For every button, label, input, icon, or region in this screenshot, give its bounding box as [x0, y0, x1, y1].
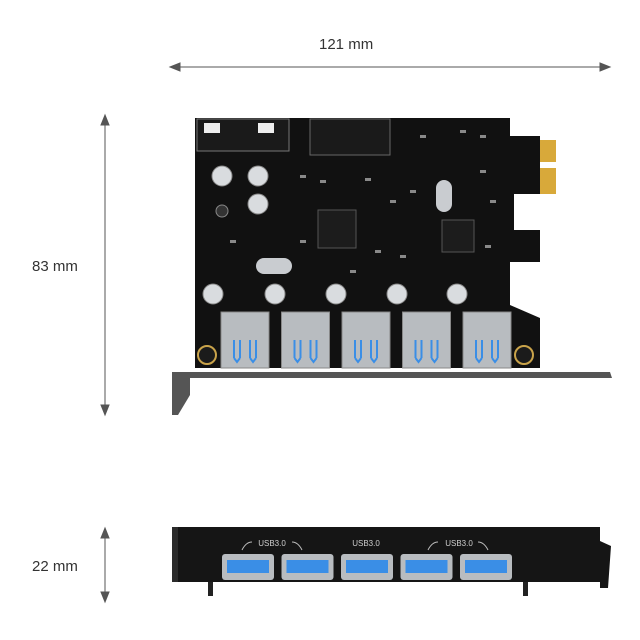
usb-port-top — [462, 311, 512, 369]
hub-chip — [441, 219, 475, 253]
usb-port-row-top — [220, 311, 512, 369]
header-connector — [309, 118, 391, 156]
usb-port-front — [222, 554, 274, 580]
usb-port-top — [281, 311, 330, 369]
usb-port-front — [281, 554, 334, 580]
length-dimension-label: 121 mm — [319, 36, 374, 53]
pcb-board — [195, 118, 540, 368]
usb-port-top — [220, 311, 270, 369]
height-dimension-arrow — [100, 113, 110, 417]
mounting-hole-right — [514, 345, 534, 365]
usb-port-front — [460, 554, 512, 580]
crystal-oscillator-2 — [436, 180, 452, 212]
bracket-front-view: USB3.0 USB3.0 USB3.0 — [172, 527, 611, 596]
crystal-oscillator — [256, 258, 292, 274]
pcie-connector-fingers — [540, 140, 556, 194]
label-brackets — [241, 541, 489, 551]
height-dimension-label: 83 mm — [32, 258, 78, 275]
depth-dimension-label: 22 mm — [32, 558, 78, 575]
pcb-top-view — [172, 118, 612, 415]
mounting-hole-left — [197, 345, 217, 365]
usb-port-row-front — [222, 554, 512, 580]
usb-port-front — [400, 554, 453, 580]
controller-chip — [317, 209, 357, 249]
bracket-edge — [172, 372, 612, 415]
bracket-label: USB3.0 — [352, 539, 380, 548]
usb-port-top — [341, 311, 391, 369]
usb-port-top — [402, 311, 451, 369]
bracket-label: USB3.0 — [258, 539, 286, 548]
bracket-label: USB3.0 — [445, 539, 473, 548]
usb-port-front — [341, 554, 393, 580]
smd-components — [230, 130, 496, 273]
capacitors — [202, 165, 468, 305]
depth-dimension-arrow — [100, 526, 110, 604]
length-dimension-arrow — [168, 62, 612, 72]
